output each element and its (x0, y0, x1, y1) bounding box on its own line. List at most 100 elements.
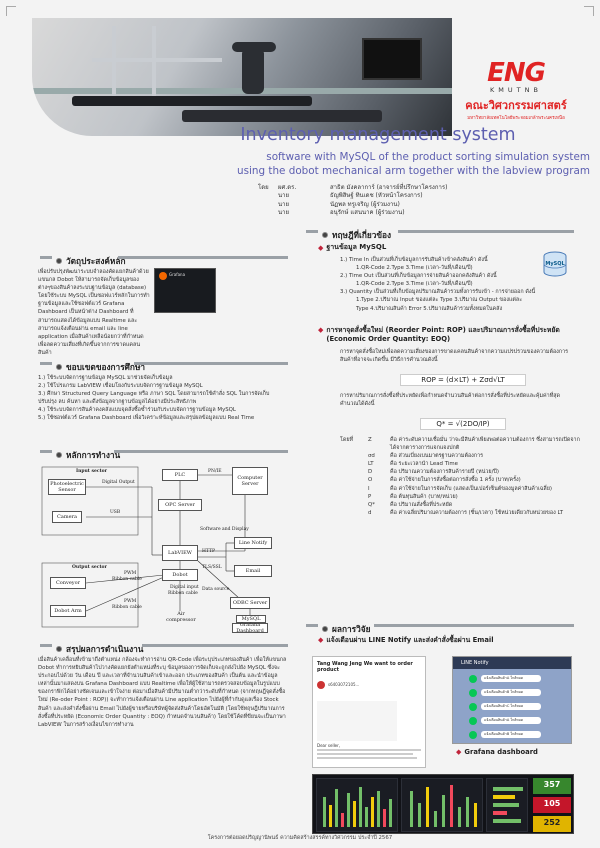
logo-university: มหาวิทยาลัยเทคโนโลยีพระจอมเกล้าพระนครเหน… (467, 116, 565, 121)
scope-list: 1.) ใช้ระบบจัดการฐานข้อมูล MySQL มาช่วยจ… (38, 375, 270, 422)
line-avatar-icon (469, 703, 477, 711)
variable-row: Q*คือ ปริมาณสั่งซื้อที่ประหยัด (368, 501, 453, 508)
eoq-formula: Q* = √(2DO/IP) (420, 418, 506, 430)
line-header: LINE Notify (453, 657, 571, 669)
main-title: Inventory management system (240, 125, 516, 145)
ribbon-label-1: Ribbon cable (112, 577, 142, 582)
tls-label: TLS/SSL (202, 565, 222, 570)
author-row: โดยผศ.ดร.สาธิต มังคลาการ์ (อาจารย์ที่ปรึ… (258, 184, 448, 191)
opc-server-box: OPC Server (158, 499, 202, 511)
line-avatar-icon (469, 689, 477, 697)
grafana-subheading: ◆Grafana dashboard (456, 748, 538, 756)
air-compressor-label: Air compressor (166, 611, 196, 623)
email-box: Email (234, 565, 272, 577)
bullet-icon (322, 626, 328, 632)
corner-mark (584, 6, 594, 16)
section-bar (134, 362, 288, 365)
section-bar (374, 624, 574, 627)
author-row: นายธัญพิสิษฐ์ ทินเดช (หัวหน้าโครงการ) (278, 192, 423, 200)
bullet-icon (56, 258, 62, 264)
author-row: นายนัฏพล ทรูเจริญ (ผู้ร่วมงาน) (278, 200, 400, 208)
theory-heading: ทฤษฎีที่เกี่ยวข้อง (322, 228, 391, 242)
bullet-icon (56, 646, 62, 652)
scope-heading: ขอบเขตของการศึกษา (56, 360, 145, 374)
line-notify-box: Line Notify (234, 537, 272, 549)
author-row: นายอนุรักษ์ แสนนาค (ผู้ร่วมงาน) (278, 208, 405, 216)
software-display-label: Software and Display (200, 527, 249, 532)
grafana-box: Grafana Dashboard (232, 622, 268, 634)
grafana-stat-1: 357 (533, 778, 571, 794)
diamond-bullet-icon: ◆ (456, 748, 462, 756)
objectives-text: เพื่อปรับปรุงพัฒนาระบบจำลองคัดแยกสินค้าด… (38, 269, 150, 356)
rop-subheading: ◆การหาจุดสั่งซื้อใหม่ (Reorder Point: RO… (318, 326, 560, 343)
http-label: HTTP (202, 549, 216, 554)
section-bar (118, 256, 288, 259)
line-avatar-icon (469, 675, 477, 683)
rop-text: การหาจุดสั่งซื้อใหม่เพื่อลดความเสี่ยงของ… (340, 349, 568, 364)
section-bar (114, 450, 288, 453)
objectives-heading: วัตถุประสงค์หลัก (56, 254, 126, 268)
grafana-logo-icon (159, 272, 167, 280)
odbc-server-box: ODBC Server (230, 597, 270, 609)
subtitle-line-2: using the dobot mechanical arm together … (237, 164, 590, 177)
header-photo (32, 18, 452, 136)
camera-box: Camera (52, 511, 82, 523)
mysql-subheading: ◆ฐานข้อมูล MySQL (318, 243, 387, 252)
bullet-icon (56, 364, 62, 370)
logo-faculty: คณะวิศวกรรมศาสตร์ (465, 99, 567, 112)
pnie-label: PN/IE (208, 469, 222, 474)
pwm-label-1: PWM (124, 571, 137, 576)
mysql-list: 1.) Time In เป็นส่วนที่เก็บข้อมูลการรับส… (340, 257, 536, 312)
output-sector-label: Output sector (72, 565, 107, 570)
section-bar (40, 644, 52, 647)
where-label: โดยที่ (340, 437, 354, 443)
diamond-bullet-icon: ◆ (318, 243, 324, 252)
bullet-icon (322, 232, 328, 238)
logo-brand: ENG (487, 58, 546, 88)
sender-avatar (317, 681, 325, 689)
principle-heading: หลักการทำงาน (56, 448, 120, 462)
ribbon-label-2: Ribbon cable (112, 605, 142, 610)
pwm-label-2: PWM (124, 599, 137, 604)
summary-text: เมื่อสินค้าเคลื่อนที่เข้ามาถึงตำแหน่ง กล… (38, 657, 287, 728)
diamond-bullet-icon: ◆ (318, 326, 324, 334)
mysql-box: MySQL (236, 615, 266, 623)
section-bar (40, 256, 52, 259)
grafana-dashboard-screenshot: 357 105 252 (312, 774, 574, 834)
section-bar (398, 230, 574, 233)
section-bar (40, 450, 52, 453)
subtitle-line-1: software with MySQL of the product sorti… (266, 151, 590, 163)
rop-formula: ROP = (d×LT) + Zσd√LT (400, 374, 526, 386)
email-screenshot: Tang Wang Jeng We want to order product … (312, 656, 426, 768)
digital-output-label: Digital Output (102, 480, 135, 485)
system-diagram: Input sector Output sector Photoelectric… (40, 465, 280, 634)
subtitle: software with MySQL of the product sorti… (160, 151, 590, 178)
ribbon-label-3: Ribbon cable (168, 591, 198, 596)
grafana-gauge-panel (486, 778, 528, 832)
section-bar (306, 230, 318, 233)
grafana-thumbnail: Grafana (154, 268, 216, 313)
line-notify-screenshot: LINE Notify แจ้งเตือนสินค้าA ใกล้หมด แจ้… (452, 656, 572, 744)
author-list: โดยผศ.ดร.สาธิต มังคลาการ์ (อาจารย์ที่ปรึ… (258, 184, 470, 217)
plc-box: PLC (162, 469, 198, 481)
faculty-logo: ENG KMUTNB คณะวิศวกรรมศาสตร์ มหาวิทยาลัย… (456, 58, 576, 121)
line-avatar-icon (469, 717, 477, 725)
section-bar (40, 362, 52, 365)
line-avatar-icon (469, 731, 477, 739)
eoq-text: การหาปริมาณการสั่งซื้อที่ประหยัดเพื่อกำห… (340, 393, 561, 408)
section-bar (306, 624, 318, 627)
grafana-panel (316, 778, 398, 832)
labview-box: LabVIEW (162, 545, 198, 561)
mysql-database-icon: MySQL (540, 250, 570, 280)
summary-heading: สรุปผลการดำเนินงาน (56, 642, 143, 656)
photoelectric-sensor-box: Photoelectric Sensor (48, 479, 86, 495)
